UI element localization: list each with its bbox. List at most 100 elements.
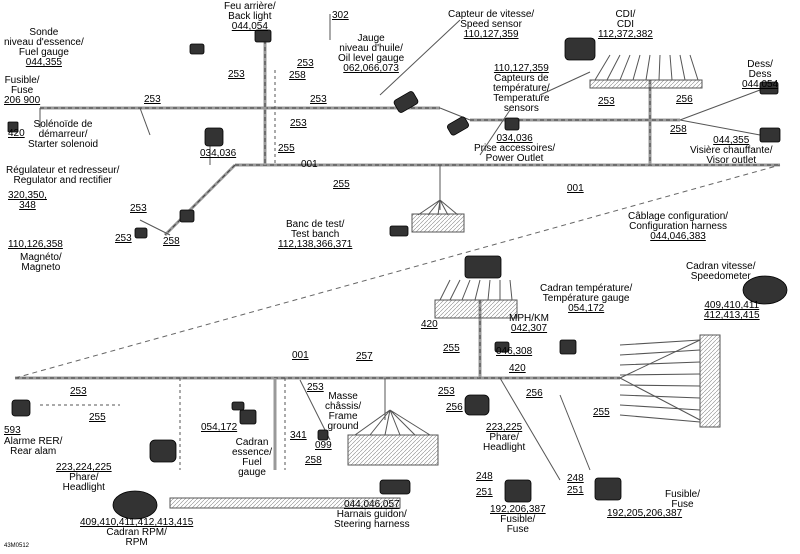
temp-dial-connector xyxy=(231,401,245,411)
dess-connector xyxy=(759,81,779,95)
speed-sensor-connector xyxy=(393,91,419,113)
wire-number: 258 xyxy=(670,124,687,135)
wire-number: 420 xyxy=(421,319,438,330)
left-headlight xyxy=(149,439,177,463)
wire-number: 255 xyxy=(278,143,295,154)
temperature-gauge-connector xyxy=(559,339,577,355)
regulator-label: Régulateur et redresseur/Regulator and r… xyxy=(6,165,120,186)
rpm-connector-strip xyxy=(169,497,401,509)
wire-number: 420 xyxy=(509,363,526,374)
wire-number: 256 xyxy=(526,388,543,399)
rear-alarm-label: Alarme RER/Rear alam xyxy=(4,436,63,457)
magneto-label: Magnéto/Magneto xyxy=(20,252,62,273)
configuration-connector xyxy=(464,255,502,279)
test-banch-fan xyxy=(411,199,465,233)
wire-number: 255 xyxy=(89,412,106,423)
wire-number: 248 xyxy=(476,471,493,482)
fuse-420-label: 420 xyxy=(8,128,25,139)
wire-number: 253 xyxy=(438,386,455,397)
wire-number: 001 xyxy=(567,183,584,194)
speedometer xyxy=(742,275,788,305)
visor-outlet-connector xyxy=(759,127,781,143)
mph-km-part-number: 046,308 xyxy=(496,346,533,357)
starter-solenoid-part-number: 034,036 xyxy=(200,148,237,159)
config-harness-fan xyxy=(434,279,518,319)
wire-number: 257 xyxy=(356,351,373,362)
wire-number: 341 xyxy=(290,430,307,441)
wire-number: 253 xyxy=(297,58,314,69)
wire-number: 255 xyxy=(333,179,350,190)
fuse-right-part-number: 192,205,206,387 xyxy=(607,508,683,519)
wire-number: 253 xyxy=(290,118,307,129)
wire-number: 248 xyxy=(567,473,584,484)
regulator-connector xyxy=(179,209,195,223)
mph-km-switch xyxy=(494,341,510,353)
wire-number: 253 xyxy=(130,203,147,214)
wire-number: 258 xyxy=(305,455,322,466)
wire-number: 255 xyxy=(443,343,460,354)
fuel-gauge-sender-connector xyxy=(189,43,205,55)
part-302-label: 302 xyxy=(332,10,349,21)
wire-number: 253 xyxy=(307,382,324,393)
cdi-connector-fan xyxy=(589,54,703,89)
power-outlet-connector xyxy=(504,117,520,131)
wire-number: 253 xyxy=(115,233,132,244)
speedometer-label: Cadran vitesse/Speedometer xyxy=(686,261,756,282)
rpm-gauge xyxy=(112,490,158,520)
wire-number: 253 xyxy=(228,69,245,80)
wire-number: 256 xyxy=(676,94,693,105)
wire-number: 099 xyxy=(315,440,332,451)
steering-harness-plug xyxy=(379,479,411,495)
configuration-harness-label: Câblage configuration/Configuration harn… xyxy=(628,211,729,242)
fuse-right-label: Fusible/Fuse xyxy=(665,489,701,510)
magneto-connector xyxy=(134,227,148,239)
wire-number: 255 xyxy=(593,407,610,418)
rear-alarm xyxy=(11,399,31,417)
fuse-box-middle xyxy=(504,479,532,503)
wire-number: 001 xyxy=(292,350,309,361)
fuse-box-right xyxy=(594,477,622,501)
speedometer-connector-block xyxy=(619,334,721,428)
fuel-gauge-dial xyxy=(239,409,257,425)
wire-number: 251 xyxy=(476,487,493,498)
figure-code: 43M0512 xyxy=(4,543,30,549)
temperature-sensor-connector xyxy=(447,116,469,136)
frame-ground-terminal xyxy=(317,429,329,441)
wire-number: 251 xyxy=(567,485,584,496)
wire-number: 253 xyxy=(310,94,327,105)
cdi-module xyxy=(564,37,596,61)
wire-number: 253 xyxy=(70,386,87,397)
wire-number: 256 xyxy=(446,402,463,413)
test-banch-connector xyxy=(389,225,409,237)
right-headlight xyxy=(464,394,490,416)
fuse-top-left xyxy=(7,121,19,133)
regulator-part-number: 320,350,348 xyxy=(8,190,47,211)
back-light-connector xyxy=(254,29,272,43)
starter-solenoid xyxy=(204,127,224,147)
wire-number: 253 xyxy=(144,94,161,105)
wire-number: 001 xyxy=(301,159,318,170)
steering-harness-fan xyxy=(347,409,439,466)
upper-harness xyxy=(39,14,780,237)
wire-number: 258 xyxy=(289,70,306,81)
